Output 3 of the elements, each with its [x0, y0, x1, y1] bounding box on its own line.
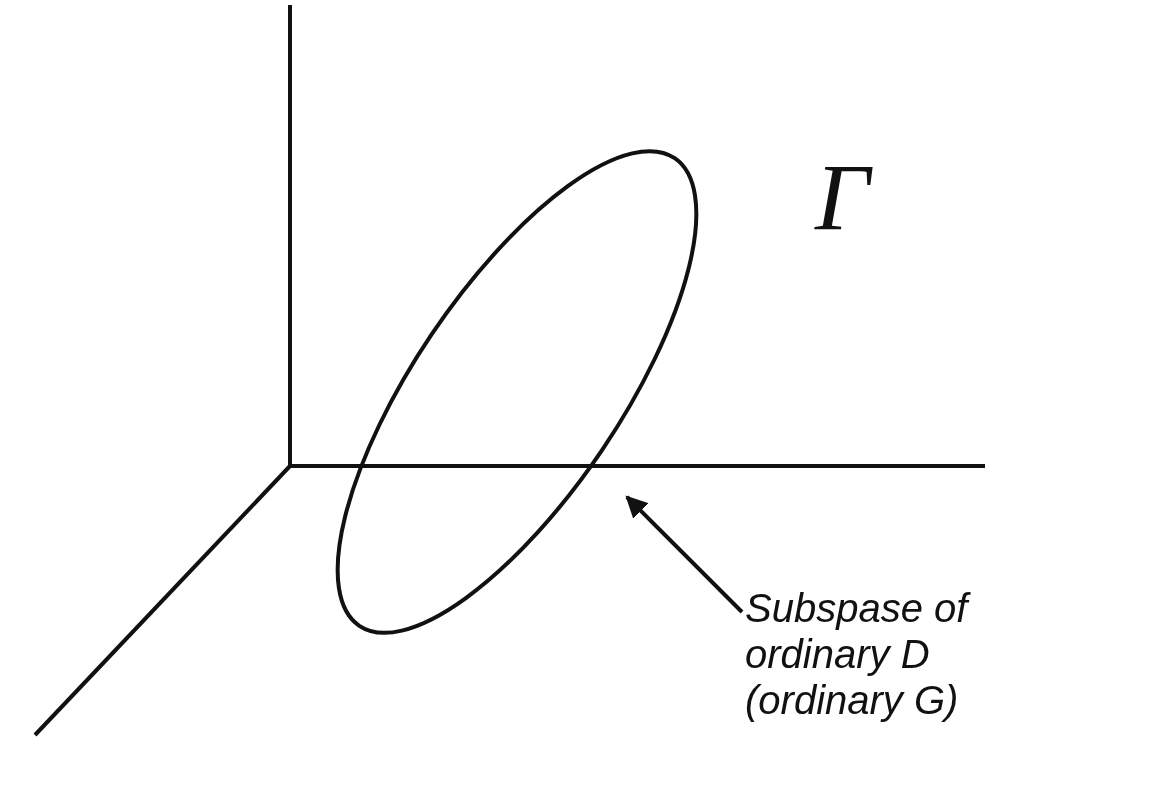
annotation-text: Subspase of ordinary D (ordinary G): [745, 585, 1045, 723]
leader-arrow: [625, 495, 744, 614]
ellipse-curve: [335, 149, 699, 635]
